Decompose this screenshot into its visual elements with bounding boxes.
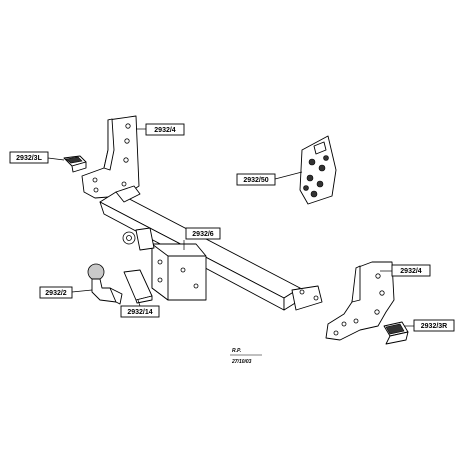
spacer-plate	[123, 269, 153, 304]
svg-text:27/10/03: 27/10/03	[231, 359, 252, 365]
towball-assembly	[87, 263, 123, 305]
leader-lines	[47, 128, 414, 327]
label-spacer-plate: 2932/14	[120, 305, 160, 318]
left-mounting-bracket	[81, 115, 140, 199]
svg-text:2932/50: 2932/50	[243, 177, 268, 184]
svg-text:2932/14: 2932/14	[127, 309, 152, 316]
label-hardware-kit: 2932/50	[236, 173, 276, 186]
label-bracket-left: 2932/4	[145, 123, 185, 136]
svg-text:2932/3R: 2932/3R	[421, 323, 447, 330]
hardware-kit-bag	[299, 135, 337, 205]
right-mounting-bracket	[325, 261, 395, 341]
label-bracket-right: 2932/4	[391, 264, 431, 277]
drawing-stamp: R.P. 27/10/03	[230, 348, 262, 365]
svg-text:2932/4: 2932/4	[154, 127, 176, 134]
svg-text:2932/4: 2932/4	[400, 268, 422, 275]
svg-text:2932/6: 2932/6	[192, 231, 214, 238]
label-clamp-right: 2932/3R	[413, 319, 455, 332]
label-main-beam: 2932/6	[185, 227, 221, 240]
main-crossbeam	[99, 185, 323, 311]
left-clamp-plate	[63, 155, 87, 173]
svg-text:2932/3L: 2932/3L	[16, 155, 42, 162]
right-clamp-plate	[383, 321, 409, 345]
label-clamp-left: 2932/3L	[9, 151, 49, 164]
svg-text:2932/2: 2932/2	[45, 290, 67, 297]
label-towball: 2932/2	[39, 286, 73, 299]
svg-text:R.P.: R.P.	[232, 348, 241, 354]
